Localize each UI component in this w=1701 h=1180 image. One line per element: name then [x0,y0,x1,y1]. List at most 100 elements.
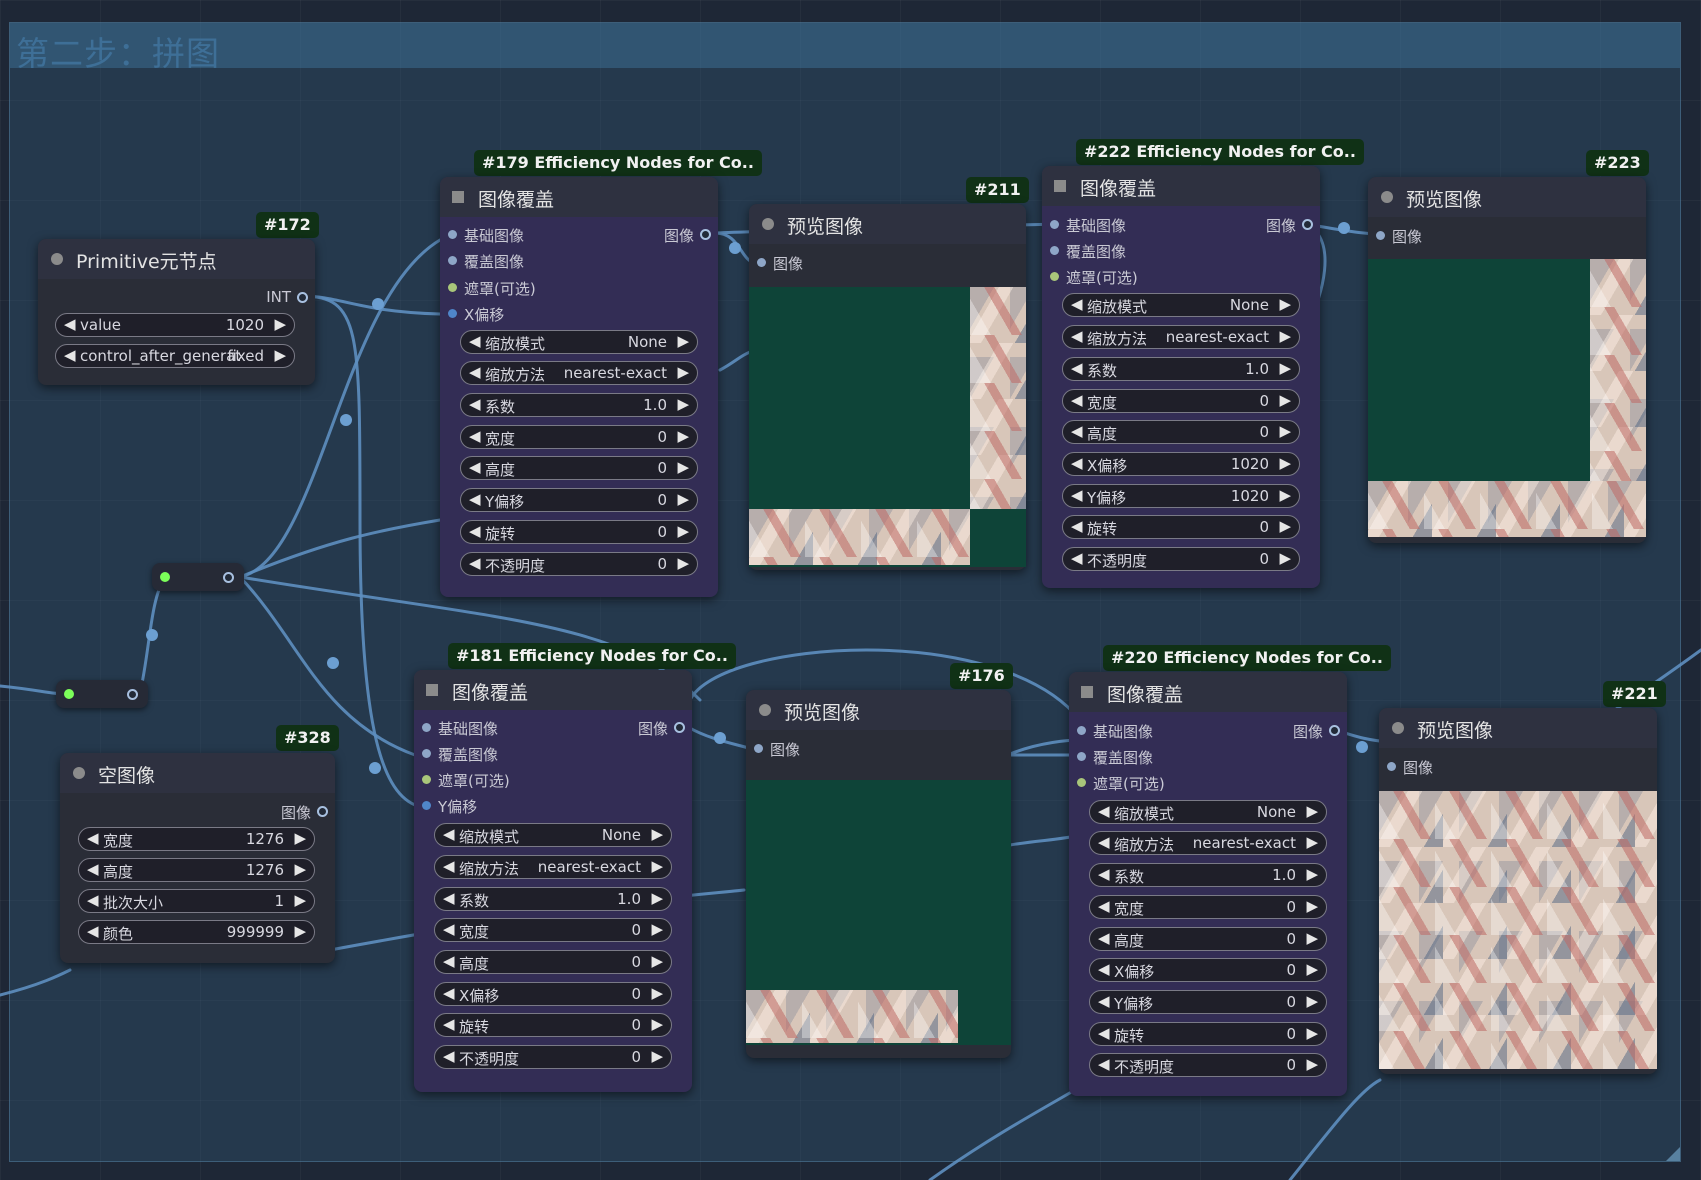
increment-arrow-icon[interactable]: ▶ [294,922,306,940]
input-slot-mask[interactable]: 遮罩(可选) [440,278,536,299]
group-title-bar[interactable]: 第二步：拼图 [10,23,1680,73]
decrement-arrow-icon[interactable]: ◀ [469,554,481,572]
decrement-arrow-icon[interactable]: ◀ [1098,865,1110,883]
increment-arrow-icon[interactable]: ▶ [651,984,663,1002]
decrement-arrow-icon[interactable]: ◀ [1098,833,1110,851]
collapse-dot-icon[interactable] [73,767,85,779]
decrement-arrow-icon[interactable]: ◀ [469,363,481,381]
input-slot-overlay-image[interactable]: 覆盖图像 [414,744,498,765]
input-slot-overlay-image[interactable]: 覆盖图像 [1069,747,1153,768]
increment-arrow-icon[interactable]: ▶ [651,1015,663,1033]
collapse-square-icon[interactable] [452,191,464,203]
increment-arrow-icon[interactable]: ▶ [677,490,689,508]
collapse-dot-icon[interactable] [1381,191,1393,203]
decrement-arrow-icon[interactable]: ◀ [1071,327,1083,345]
wire-midpoint[interactable] [1338,222,1350,234]
increment-arrow-icon[interactable]: ▶ [677,363,689,381]
increment-arrow-icon[interactable]: ▶ [651,889,663,907]
input-slot-overlay-image[interactable]: 覆盖图像 [1042,241,1126,262]
increment-arrow-icon[interactable]: ▶ [1279,454,1291,472]
increment-arrow-icon[interactable]: ▶ [677,395,689,413]
node-header[interactable]: 图像覆盖 [1069,672,1347,712]
input-slot-base-image[interactable]: 基础图像 [414,718,498,739]
input-dot[interactable] [64,689,74,699]
decrement-arrow-icon[interactable]: ◀ [87,891,99,909]
increment-arrow-icon[interactable]: ▶ [274,315,286,333]
node-header[interactable]: 空图像 [60,753,335,793]
preview-image-node-176[interactable]: 预览图像 图像 [746,690,1011,1058]
increment-arrow-icon[interactable]: ▶ [1306,960,1318,978]
increment-arrow-icon[interactable]: ▶ [677,458,689,476]
collapse-dot-icon[interactable] [759,704,771,716]
input-slot-y-offset[interactable]: Y偏移 [414,796,477,817]
increment-arrow-icon[interactable]: ▶ [1279,391,1291,409]
input-slot-base-image[interactable]: 基础图像 [1069,721,1153,742]
collapse-dot-icon[interactable] [51,253,63,265]
decrement-arrow-icon[interactable]: ◀ [469,490,481,508]
increment-arrow-icon[interactable]: ▶ [294,860,306,878]
decrement-arrow-icon[interactable]: ◀ [1071,295,1083,313]
collapse-dot-icon[interactable] [762,218,774,230]
decrement-arrow-icon[interactable]: ◀ [443,920,455,938]
decrement-arrow-icon[interactable]: ◀ [87,860,99,878]
output-slot-image[interactable]: 图像 [1293,721,1347,742]
preview-image-node-211[interactable]: 预览图像 图像 [749,204,1026,570]
wire-midpoint[interactable] [372,298,384,310]
increment-arrow-icon[interactable]: ▶ [1306,1055,1318,1073]
preview-image-node-223[interactable]: 预览图像 图像 [1368,177,1646,543]
increment-arrow-icon[interactable]: ▶ [1279,295,1291,313]
increment-arrow-icon[interactable]: ▶ [1279,486,1291,504]
decrement-arrow-icon[interactable]: ◀ [1071,359,1083,377]
increment-arrow-icon[interactable]: ▶ [677,554,689,572]
preview-image-node-221[interactable]: 预览图像 图像 [1379,708,1657,1074]
wire-midpoint[interactable] [729,242,741,254]
increment-arrow-icon[interactable]: ▶ [677,332,689,350]
decrement-arrow-icon[interactable]: ◀ [469,458,481,476]
increment-arrow-icon[interactable]: ▶ [1306,897,1318,915]
increment-arrow-icon[interactable]: ▶ [1306,992,1318,1010]
decrement-arrow-icon[interactable]: ◀ [1098,929,1110,947]
decrement-arrow-icon[interactable]: ◀ [1071,422,1083,440]
reroute-node[interactable] [56,680,148,708]
output-slot-image[interactable]: 图像 [1266,215,1320,236]
increment-arrow-icon[interactable]: ▶ [1279,327,1291,345]
decrement-arrow-icon[interactable]: ◀ [1071,391,1083,409]
decrement-arrow-icon[interactable]: ◀ [1098,1055,1110,1073]
collapse-square-icon[interactable] [1081,686,1093,698]
increment-arrow-icon[interactable]: ▶ [1306,865,1318,883]
decrement-arrow-icon[interactable]: ◀ [1098,897,1110,915]
input-slot-base-image[interactable]: 基础图像 [440,225,524,246]
decrement-arrow-icon[interactable]: ◀ [469,332,481,350]
decrement-arrow-icon[interactable]: ◀ [443,1015,455,1033]
node-header[interactable]: 预览图像 [1368,177,1646,217]
input-slot-overlay-image[interactable]: 覆盖图像 [440,251,524,272]
collapse-square-icon[interactable] [1054,180,1066,192]
decrement-arrow-icon[interactable]: ◀ [469,395,481,413]
node-header[interactable]: Primitive元节点 [38,239,315,279]
